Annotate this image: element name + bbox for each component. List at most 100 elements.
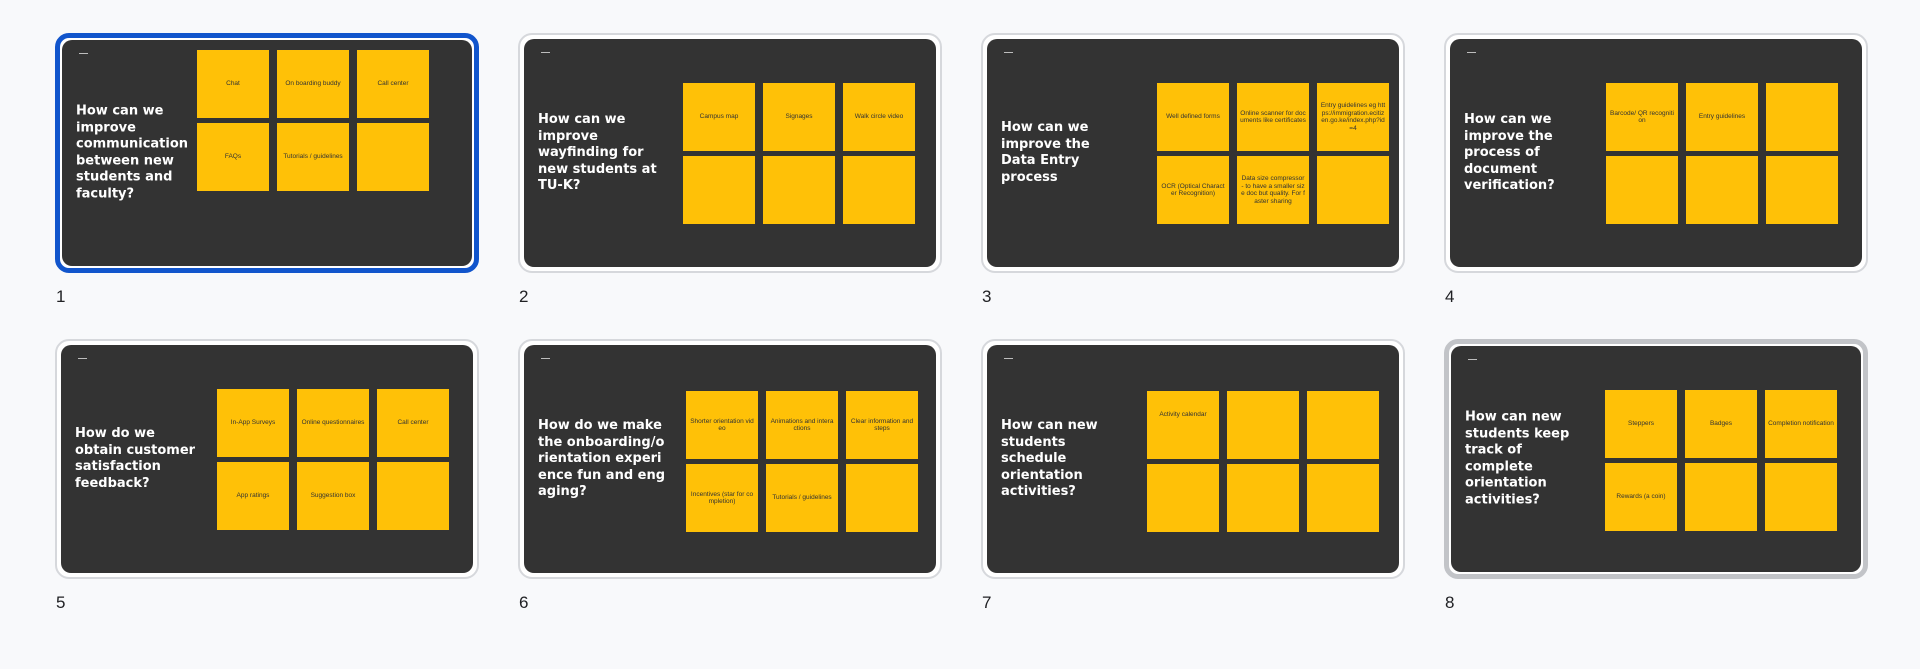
sticky-note: Steppers (1605, 390, 1677, 458)
slide-title: How can new students schedule orientatio… (1001, 417, 1098, 499)
sticky-notes: Campus map Signages Walk circle video (683, 83, 915, 224)
slide-canvas: How can new students schedule orientatio… (987, 345, 1399, 573)
sticky-note (843, 156, 915, 224)
slide-thumbnail-2[interactable]: How can we improve wayfinding for new st… (518, 33, 942, 273)
sticky-notes: Activity calendar (1147, 391, 1379, 532)
sticky-note (1766, 83, 1838, 151)
sticky-note (846, 464, 918, 532)
sticky-note: Chat (197, 50, 269, 118)
sticky-note: Tutorials / guidelines (277, 123, 349, 191)
sticky-notes: Steppers Badges Completion notification … (1605, 390, 1837, 531)
slide-item-5: How do we obtain customer satisfaction f… (55, 339, 479, 612)
sticky-notes: In-App Surveys Online questionnaires Cal… (217, 389, 449, 530)
sticky-note (1765, 463, 1837, 531)
sticky-notes: Barcode/ QR recognition Entry guidelines (1606, 83, 1838, 224)
slide-title: How can we improve the process of docume… (1464, 111, 1555, 193)
sticky-note: Rewards (a coin) (1605, 463, 1677, 531)
slide-number: 8 (1445, 593, 1455, 612)
sticky-note: Incentives (star for completion) (686, 464, 758, 532)
sticky-note (1307, 464, 1379, 532)
sticky-note: Tutorials / guidelines (766, 464, 838, 532)
sticky-note: Walk circle video (843, 83, 915, 151)
slide-item-3: How can we improve the Data Entry proces… (981, 33, 1405, 306)
sticky-note: Call center (357, 50, 429, 118)
slide-mark (1467, 52, 1476, 53)
slide-mark (1004, 358, 1013, 359)
slide-item-8: How can new students keep track of compl… (1444, 339, 1868, 612)
sticky-note: Campus map (683, 83, 755, 151)
sticky-note: Entry guidelines eg https://immigration.… (1317, 83, 1389, 151)
slide-thumbnail-8[interactable]: How can new students keep track of compl… (1444, 339, 1868, 579)
sticky-notes: Chat On boarding buddy Call center FAQs … (197, 50, 429, 191)
slide-canvas: How can new students keep track of compl… (1451, 346, 1861, 572)
slide-thumbnail-1[interactable]: How can we improve communication between… (55, 33, 479, 273)
sticky-note: Badges (1685, 390, 1757, 458)
sticky-note (1766, 156, 1838, 224)
sticky-note: Clear information and steps (846, 391, 918, 459)
sticky-note: App ratings (217, 462, 289, 530)
sticky-note: On boarding buddy (277, 50, 349, 118)
sticky-note (1227, 391, 1299, 459)
sticky-note (763, 156, 835, 224)
slide-number: 3 (982, 287, 992, 306)
sticky-note: Barcode/ QR recognition (1606, 83, 1678, 151)
sticky-note (1227, 464, 1299, 532)
sticky-note (1307, 391, 1379, 459)
slide-number: 5 (56, 593, 66, 612)
slide-thumbnail-3[interactable]: How can we improve the Data Entry proces… (981, 33, 1405, 273)
slide-mark (541, 358, 550, 359)
sticky-note (1686, 156, 1758, 224)
slide-thumbnail-6[interactable]: How do we make the onboarding/orientatio… (518, 339, 942, 579)
slide-mark (1468, 359, 1477, 360)
slide-item-7: How can new students schedule orientatio… (981, 339, 1405, 612)
slide-title: How do we obtain customer satisfaction f… (75, 426, 196, 491)
sticky-note (1147, 464, 1219, 532)
slide-title: How can we improve communication between… (76, 103, 189, 202)
slide-mark (1004, 52, 1013, 53)
sticky-note (1317, 156, 1389, 224)
slide-mark (541, 52, 550, 53)
slide-title: How can we improve wayfinding for new st… (538, 111, 657, 193)
sticky-note: Entry guidelines (1686, 83, 1758, 151)
sticky-note: Completion notification (1765, 390, 1837, 458)
slide-item-6: How do we make the onboarding/orientatio… (518, 339, 942, 612)
slide-number: 4 (1445, 287, 1455, 306)
slide-thumbnail-4[interactable]: How can we improve the process of docume… (1444, 33, 1868, 273)
sticky-note (683, 156, 755, 224)
sticky-note (357, 123, 429, 191)
sticky-note: Well defined forms (1157, 83, 1229, 151)
sticky-note: Online scanner for documents like certif… (1237, 83, 1309, 151)
slide-canvas: How can we improve the process of docume… (1450, 39, 1862, 267)
slide-canvas: How can we improve communication between… (62, 40, 472, 266)
slide-item-2: How can we improve wayfinding for new st… (518, 33, 942, 306)
slide-thumbnail-5[interactable]: How do we obtain customer satisfaction f… (55, 339, 479, 579)
slide-item-4: How can we improve the process of docume… (1444, 33, 1868, 306)
sticky-note: Shorter orientation video (686, 391, 758, 459)
sticky-note (377, 462, 449, 530)
slide-canvas: How do we obtain customer satisfaction f… (61, 345, 473, 573)
sticky-note: Activity calendar (1147, 391, 1219, 459)
slide-canvas: How can we improve wayfinding for new st… (524, 39, 936, 267)
slide-number: 2 (519, 287, 529, 306)
slide-title: How can new students keep track of compl… (1465, 409, 1570, 508)
sticky-note: Signages (763, 83, 835, 151)
sticky-note: Suggestion box (297, 462, 369, 530)
slide-thumbnail-7[interactable]: How can new students schedule orientatio… (981, 339, 1405, 579)
slide-canvas: How do we make the onboarding/orientatio… (524, 345, 936, 573)
sticky-note: Call center (377, 389, 449, 457)
sticky-note: FAQs (197, 123, 269, 191)
sticky-note (1685, 463, 1757, 531)
slide-title: How do we make the onboarding/orientatio… (538, 417, 666, 499)
slide-number: 6 (519, 593, 529, 612)
slide-canvas: How can we improve the Data Entry proces… (987, 39, 1399, 267)
sticky-note: Data size compressor - to have a smaller… (1237, 156, 1309, 224)
slide-number: 1 (56, 287, 66, 306)
slide-mark (78, 358, 87, 359)
sticky-note: Online questionnaires (297, 389, 369, 457)
slide-mark (79, 53, 88, 54)
sticky-note: OCR (Optical Character Recognition) (1157, 156, 1229, 224)
slide-item-1: How can we improve communication between… (55, 33, 479, 306)
sticky-note: Animations and interactions (766, 391, 838, 459)
sticky-notes: Well defined forms Online scanner for do… (1157, 83, 1389, 224)
